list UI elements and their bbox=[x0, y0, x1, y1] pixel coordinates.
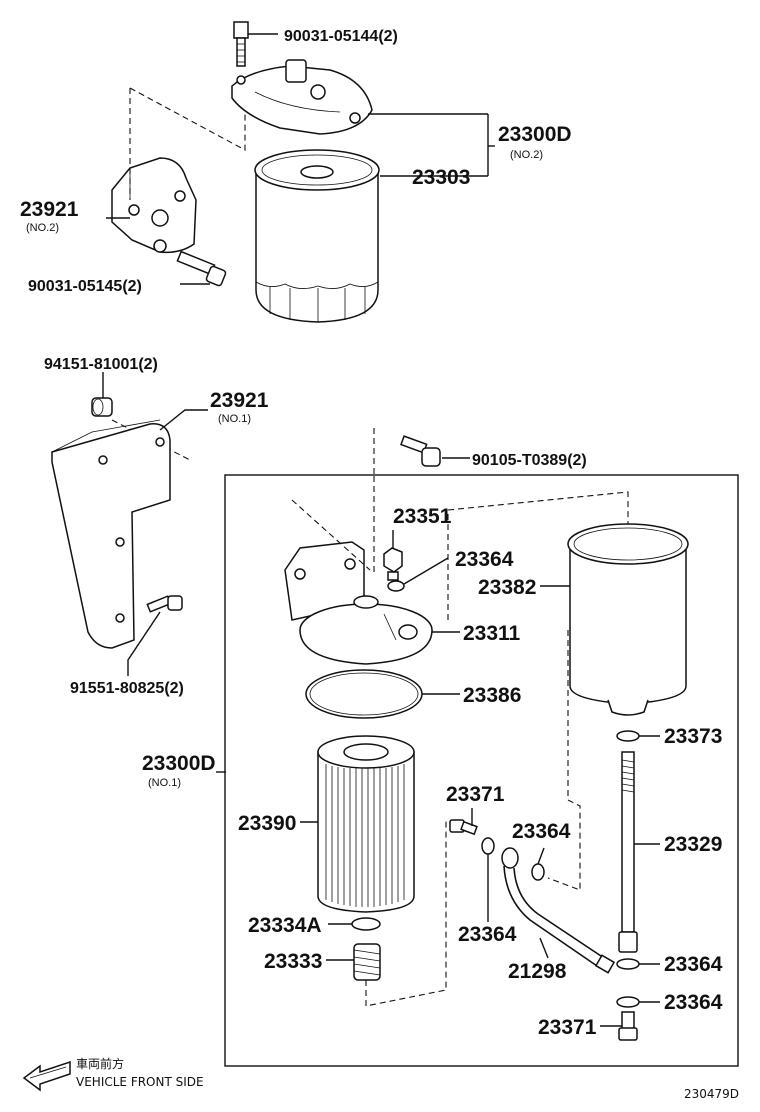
label-gasket-a: 23364 bbox=[455, 548, 514, 571]
label-bolt-bracket: 91551-80825(2) bbox=[70, 680, 184, 697]
gasket-f-part bbox=[616, 996, 640, 1008]
label-stud: 23329 bbox=[664, 833, 722, 856]
label-cap: 23311 bbox=[463, 622, 521, 645]
label-bracket-no1: 23921 bbox=[210, 389, 269, 412]
bolt-no2-part bbox=[176, 250, 227, 287]
label-gasket-f: 23364 bbox=[664, 991, 723, 1014]
union-bolt-a-part bbox=[449, 819, 478, 836]
label-gasket-d: 23364 bbox=[512, 820, 571, 843]
filter-case-part bbox=[567, 523, 689, 716]
bracket-no1-part bbox=[51, 419, 171, 649]
label-bolt-no2: 90031-05145(2) bbox=[28, 278, 142, 295]
bolt-head-part bbox=[400, 435, 441, 467]
front-label-jp: 車両前方 bbox=[76, 1056, 124, 1071]
label-bracket-no1-sub: (NO.1) bbox=[218, 413, 251, 425]
plug-part bbox=[383, 547, 403, 581]
spring-part bbox=[353, 943, 381, 981]
stud-part bbox=[618, 751, 638, 953]
front-label-en: VEHICLE FRONT SIDE bbox=[76, 1075, 204, 1089]
gasket-b-part bbox=[616, 730, 640, 742]
oring-part bbox=[305, 669, 423, 719]
label-gasket-c: 23364 bbox=[458, 923, 517, 946]
bolt-bracket-part bbox=[146, 595, 183, 613]
label-bolt-top: 90031-05144(2) bbox=[284, 28, 398, 45]
seat-part bbox=[351, 917, 381, 931]
nut-part bbox=[91, 397, 113, 417]
label-spring: 23333 bbox=[264, 950, 322, 973]
label-bolt-head: 90105-T0389(2) bbox=[472, 452, 587, 469]
label-union-bolt-a: 23371 bbox=[446, 783, 505, 806]
bolt-top-part bbox=[233, 21, 249, 67]
front-arrow-icon bbox=[22, 1060, 71, 1092]
gasket-c-part bbox=[481, 837, 495, 855]
gasket-e-part bbox=[616, 958, 640, 970]
label-plug: 23351 bbox=[393, 505, 452, 528]
filter-cap-part bbox=[284, 541, 433, 665]
label-nut: 94151-81001(2) bbox=[44, 356, 158, 373]
label-assy-no2: 23300D bbox=[498, 123, 572, 146]
label-seat: 23334A bbox=[248, 914, 322, 937]
label-bracket-no2: 23921 bbox=[20, 198, 79, 221]
filter-head-no2-part bbox=[231, 59, 373, 135]
filter-element-no2-part bbox=[254, 149, 380, 323]
label-assy-no1-sub: (NO.1) bbox=[148, 777, 181, 789]
union-bolt-b-part bbox=[618, 1011, 638, 1041]
label-element: 23390 bbox=[238, 812, 296, 835]
assembly-no1-frame bbox=[224, 474, 739, 1067]
gasket-d-part bbox=[531, 863, 545, 881]
label-element-no2: 23303 bbox=[412, 166, 470, 189]
label-union-bolt-b: 23371 bbox=[538, 1016, 597, 1039]
label-assy-no1: 23300D bbox=[142, 752, 216, 775]
label-hose: 21298 bbox=[508, 960, 567, 983]
label-oring: 23386 bbox=[463, 684, 521, 707]
gasket-a-part bbox=[387, 580, 405, 592]
filter-element-part bbox=[317, 735, 415, 913]
label-case: 23382 bbox=[478, 576, 536, 599]
diagram-id: 230479D bbox=[684, 1087, 739, 1101]
bracket-no2-part bbox=[111, 157, 197, 254]
hose-part bbox=[501, 847, 616, 974]
label-bracket-no2-sub: (NO.2) bbox=[26, 222, 59, 234]
label-gasket-e: 23364 bbox=[664, 953, 723, 976]
label-gasket-b: 23373 bbox=[664, 725, 722, 748]
label-assy-no2-sub: (NO.2) bbox=[510, 149, 543, 161]
